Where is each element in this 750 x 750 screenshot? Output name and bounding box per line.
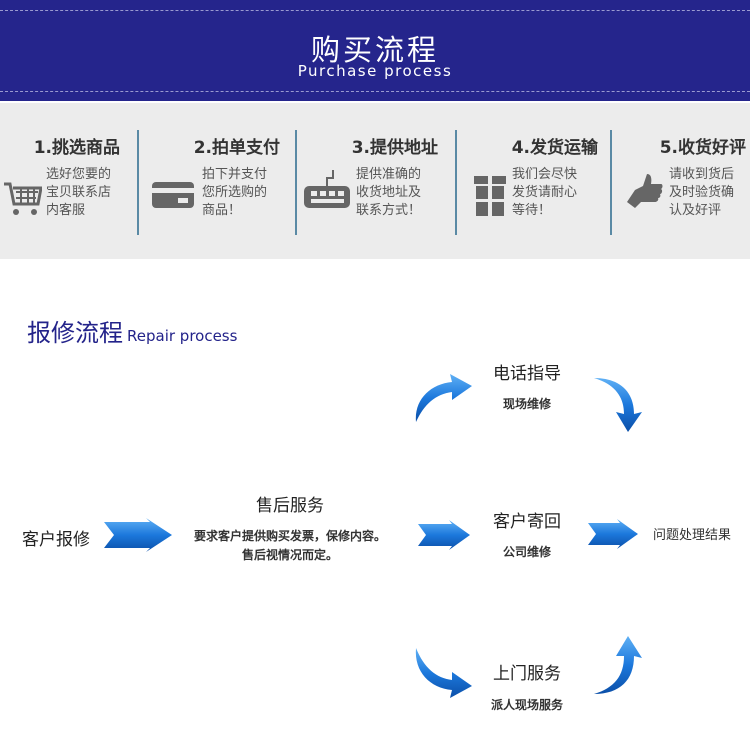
arrow-right-icon xyxy=(588,519,638,549)
step-5: 5.收货好评 请收到货后及时验货确认及好评 xyxy=(613,130,750,235)
step-desc: 我们会尽快 xyxy=(512,167,578,182)
step-2: 2.拍单支付 拍下并支付您所选购的商品！ xyxy=(140,130,290,235)
purchase-header xyxy=(0,0,750,101)
purchase-subtitle: Purchase process xyxy=(297,62,453,80)
step-desc: 联系方式！ xyxy=(356,203,422,218)
onsite-sub: 派人现场服务 xyxy=(490,698,564,712)
step-desc: 认及好评 xyxy=(669,203,722,218)
keyboard-icon xyxy=(304,170,350,208)
service-title: 售后服务 xyxy=(256,496,324,516)
step-4: 4.发货运输 我们会尽快发货请耐心等待！ xyxy=(458,130,608,235)
step-desc: 选好您要的 xyxy=(46,167,112,182)
divider xyxy=(0,91,750,92)
return-title: 客户寄回 xyxy=(493,512,561,532)
gift-icon xyxy=(474,176,506,216)
purchase-title: 购买流程 xyxy=(310,33,439,67)
step-desc: 商品！ xyxy=(202,203,242,218)
arrow-right-icon xyxy=(418,520,470,550)
step-desc: 请收到货后 xyxy=(669,167,735,182)
step-desc: 等待！ xyxy=(512,203,552,218)
curved-arrow-icon xyxy=(415,374,472,422)
card-icon xyxy=(152,182,194,208)
divider xyxy=(0,10,750,11)
repair-start: 客户报修 xyxy=(22,530,90,550)
step-desc: 宝贝联系店 xyxy=(46,185,112,200)
step-title: 2.拍单支付 xyxy=(193,138,280,158)
service-desc: 要求客户提供购买发票，保修内容。 xyxy=(193,529,387,543)
curved-arrow-icon xyxy=(415,648,472,698)
thumbs-up-icon xyxy=(627,174,663,208)
service-desc: 售后视情况而定。 xyxy=(241,548,339,562)
repair-title-en: Repair process xyxy=(127,327,238,345)
step-desc: 提供准确的 xyxy=(356,167,422,182)
cart-icon xyxy=(4,182,42,215)
step-title: 4.发货运输 xyxy=(511,138,598,158)
step-title: 3.提供地址 xyxy=(351,138,438,158)
step-desc: 您所选购的 xyxy=(202,185,268,200)
divider xyxy=(295,130,297,235)
curved-arrow-icon xyxy=(594,378,642,432)
step-desc: 发货请耐心 xyxy=(512,185,578,200)
step-1: 1.挑选商品 选好您要的宝贝联系店内客服 xyxy=(0,130,130,235)
return-sub: 公司维修 xyxy=(502,545,552,559)
step-title: 1.挑选商品 xyxy=(33,138,120,158)
step-desc: 收货地址及 xyxy=(356,185,422,200)
repair-result: 问题处理结果 xyxy=(652,528,732,543)
step-title: 5.收货好评 xyxy=(659,138,746,158)
curved-arrow-icon xyxy=(594,636,642,694)
divider xyxy=(137,130,139,235)
purchase-steps xyxy=(0,103,750,259)
divider xyxy=(455,130,457,235)
phone-title: 电话指导 xyxy=(493,364,561,384)
arrow-right-icon xyxy=(104,518,172,552)
repair-title-cn: 报修流程 xyxy=(27,319,123,347)
onsite-title: 上门服务 xyxy=(493,664,561,684)
step-desc: 拍下并支付 xyxy=(202,167,268,182)
step-desc: 及时验货确 xyxy=(669,185,735,200)
phone-sub: 现场维修 xyxy=(502,397,552,411)
step-3: 3.提供地址 提供准确的收货地址及联系方式！ xyxy=(298,130,448,235)
step-desc: 内客服 xyxy=(46,203,86,218)
divider xyxy=(610,130,612,235)
